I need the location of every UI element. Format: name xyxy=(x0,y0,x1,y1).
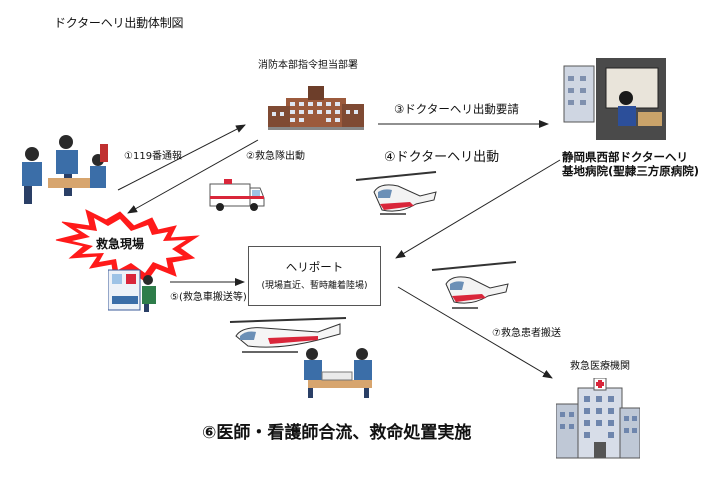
heliport-label: ヘリポート xyxy=(285,260,344,274)
step-7-label: ⑦救急患者搬送 xyxy=(492,328,561,339)
arrow-patient-transport xyxy=(397,286,553,379)
rescuers-at-scene-icon xyxy=(14,132,112,208)
landed-helicopter-icon xyxy=(228,316,348,356)
arrow-119-call xyxy=(117,124,246,191)
arrow-heli-dispatch xyxy=(395,159,561,259)
base-hospital-label-1: 静岡県西部ドクターヘリ xyxy=(562,150,689,164)
patient-loading-icon xyxy=(108,266,164,314)
base-hospital-dispatch-icon xyxy=(556,56,666,140)
scene-label: 救急現場 xyxy=(96,237,145,251)
step-3-label: ③ドクターヘリ出動要請 xyxy=(394,102,519,116)
step-4-label: ④ドクターヘリ出動 xyxy=(384,150,500,165)
base-hospital-label-2: 基地病院(聖隷三方原病院) xyxy=(562,164,700,178)
receiving-hospital-label: 救急医療機関 xyxy=(570,361,630,372)
step-2-label: ②救急隊出動 xyxy=(246,151,305,162)
heliport-sublabel: (現場直近、暫時離着陸場) xyxy=(261,281,368,291)
arrow-ambulance-dispatch xyxy=(127,139,259,214)
medical-staff-stretcher-icon xyxy=(298,344,378,400)
step-1-label: ①119番通報 xyxy=(124,151,183,162)
step-6-label: ⑥医師・看護師合流、救命処置実施 xyxy=(202,423,472,443)
hospital-building-icon xyxy=(556,378,640,462)
diagram-title: ドクターヘリ出動体制図 xyxy=(54,16,184,30)
helicopter-icon xyxy=(350,170,442,228)
fire-hq-label: 消防本部指令担当部署 xyxy=(258,60,358,71)
fire-hq-building-icon xyxy=(268,84,364,130)
step-5-label: ⑤(救急車搬送等) xyxy=(170,292,247,303)
helicopter-icon xyxy=(428,256,520,314)
ambulance-icon xyxy=(208,176,266,214)
heliport-box: ヘリポート (現場直近、暫時離着陸場) xyxy=(248,246,381,306)
